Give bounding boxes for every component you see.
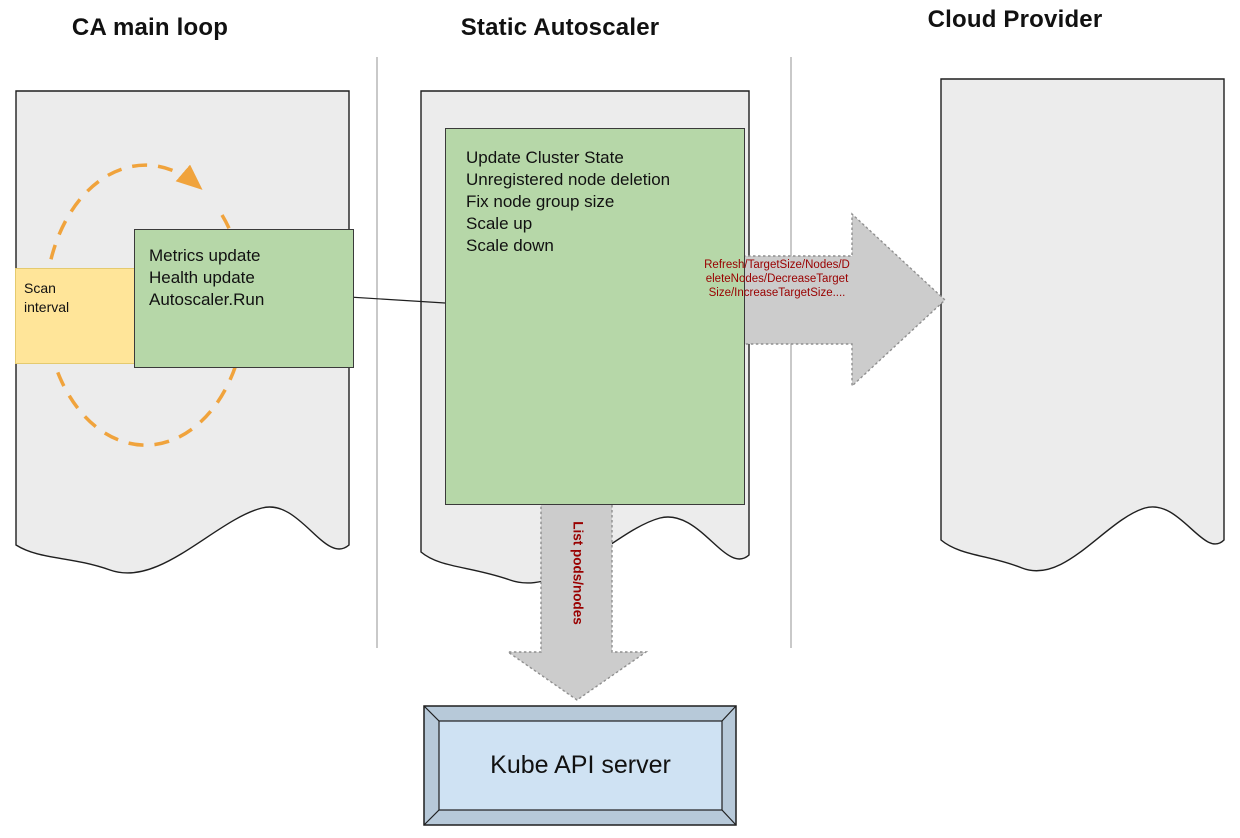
autoscaler-box-line: Unregistered node deletion	[466, 170, 671, 189]
column-title-static-autoscaler: Static Autoscaler	[460, 14, 660, 41]
scan-interval-box: Scan interval	[15, 268, 147, 364]
autoscaler-box-line: Scale up	[466, 214, 533, 233]
kube-api-server-label: Kube API server	[490, 751, 671, 779]
autoscaler-box-line: Scale down	[466, 236, 554, 255]
kube-api-arrow-icon	[505, 485, 649, 701]
kube-api-arrow-label: List pods/nodes	[570, 521, 586, 625]
column-title-cloud-provider: Cloud Provider	[927, 6, 1103, 33]
autoscaler-steps-box: Update Cluster State Unregistered node d…	[445, 128, 745, 505]
scan-interval-label: Scan interval	[24, 280, 70, 315]
autoscaler-box-line: Update Cluster State	[466, 148, 624, 167]
column-title-ca-main-loop: CA main loop	[71, 14, 229, 41]
loop-box-line: Metrics update	[149, 246, 261, 265]
loop-box-line: Autoscaler.Run	[149, 290, 265, 309]
cloud-provider-document	[940, 78, 1225, 572]
cloud-provider-arrow-label: Refresh/TargetSize/Nodes/DeleteNodes/Dec…	[704, 259, 850, 299]
kube-api-server-3d-box	[423, 705, 737, 826]
loop-actions-box: Metrics update Health update Autoscaler.…	[134, 229, 354, 368]
cloud-provider-arrow-icon	[697, 212, 947, 388]
autoscaler-box-line: Fix node group size	[466, 192, 615, 211]
loop-box-line: Health update	[149, 268, 255, 287]
